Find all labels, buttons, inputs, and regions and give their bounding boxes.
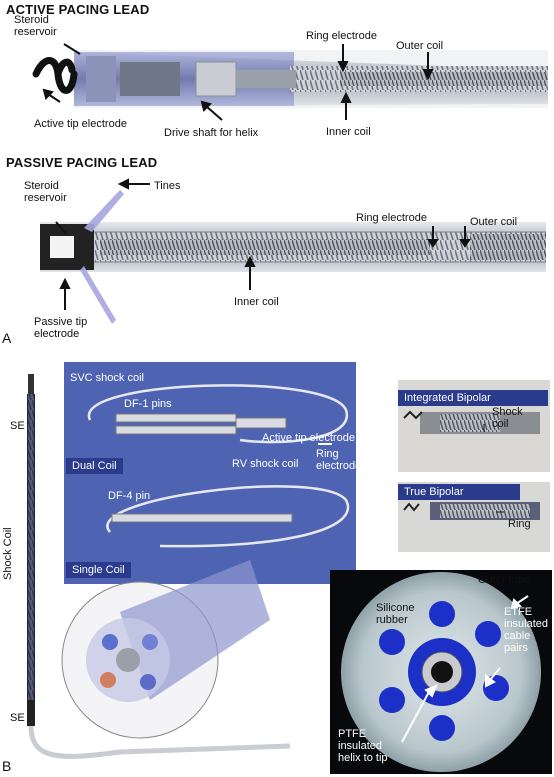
passive-tines bbox=[80, 190, 124, 324]
integrated-bipolar-badge: Integrated Bipolar bbox=[398, 390, 548, 406]
df4-label: DF-4 pin bbox=[108, 490, 151, 502]
active-tip-label: Active tip electrode bbox=[34, 118, 127, 130]
panel-b-label: B bbox=[2, 758, 12, 774]
passive-lead-body bbox=[40, 222, 546, 272]
df1-label: DF-1 pins bbox=[124, 398, 172, 410]
integrated-shock-label: Shock coil bbox=[492, 406, 523, 430]
ptfe-label: PTFE insulated helix to tip bbox=[338, 728, 388, 764]
panel-a-label: A bbox=[2, 330, 12, 346]
tines-label: Tines bbox=[154, 180, 181, 192]
active-tip-b-label: Active tip electrode bbox=[262, 432, 355, 444]
single-coil-badge: Single Coil bbox=[66, 562, 131, 578]
active-outer-label: Outer coil bbox=[396, 40, 444, 52]
active-lead-body bbox=[74, 50, 548, 108]
passive-ring-label: Ring electrode bbox=[356, 212, 427, 224]
dual-coil-badge: Dual Coil bbox=[66, 458, 123, 474]
passive-inner-label: Inner coil bbox=[234, 296, 279, 308]
passive-outer-label: Outer coil bbox=[470, 216, 518, 228]
silicone-label: Silicone rubber bbox=[376, 602, 415, 626]
passive-lead-title: PASSIVE PACING LEAD bbox=[6, 155, 158, 170]
icd-lead bbox=[27, 374, 291, 759]
true-ring-label: Ring bbox=[508, 518, 531, 530]
active-ring-label: Ring electrode bbox=[306, 30, 377, 42]
lead-loops bbox=[87, 384, 350, 548]
ring-b-label: Ring electrode bbox=[316, 448, 362, 472]
se-top-label: SE bbox=[10, 420, 25, 432]
active-inner-label: Inner coil bbox=[326, 126, 371, 138]
passive-steroid-label: Steroid reservoir bbox=[24, 180, 67, 204]
panel-b-white-pointers bbox=[318, 443, 529, 743]
rv-coil-label: RV shock coil bbox=[232, 458, 299, 470]
active-lead-title: ACTIVE PACING LEAD bbox=[6, 2, 150, 17]
cable-bundle bbox=[86, 560, 270, 702]
svc-coil-label: SVC shock coil bbox=[70, 372, 144, 384]
etfe-cable-pairs bbox=[379, 601, 509, 741]
panel-a-pointers bbox=[42, 43, 471, 310]
drive-shaft-label: Drive shaft for helix bbox=[164, 127, 259, 139]
shock-coil-label: Shock Coil bbox=[2, 527, 14, 580]
se-bottom-label: SE bbox=[10, 712, 25, 724]
outer-tube-label: Outer tube bbox=[478, 574, 530, 586]
active-helix bbox=[32, 57, 78, 94]
active-steroid-label: Steroid reservoir bbox=[14, 14, 57, 38]
passive-tip-label: Passive tip electrode bbox=[34, 316, 88, 340]
etfe-label: ETFE insulated cable pairs bbox=[504, 606, 549, 654]
true-bipolar-badge: True Bipolar bbox=[398, 484, 520, 500]
connector-pins bbox=[111, 413, 293, 523]
